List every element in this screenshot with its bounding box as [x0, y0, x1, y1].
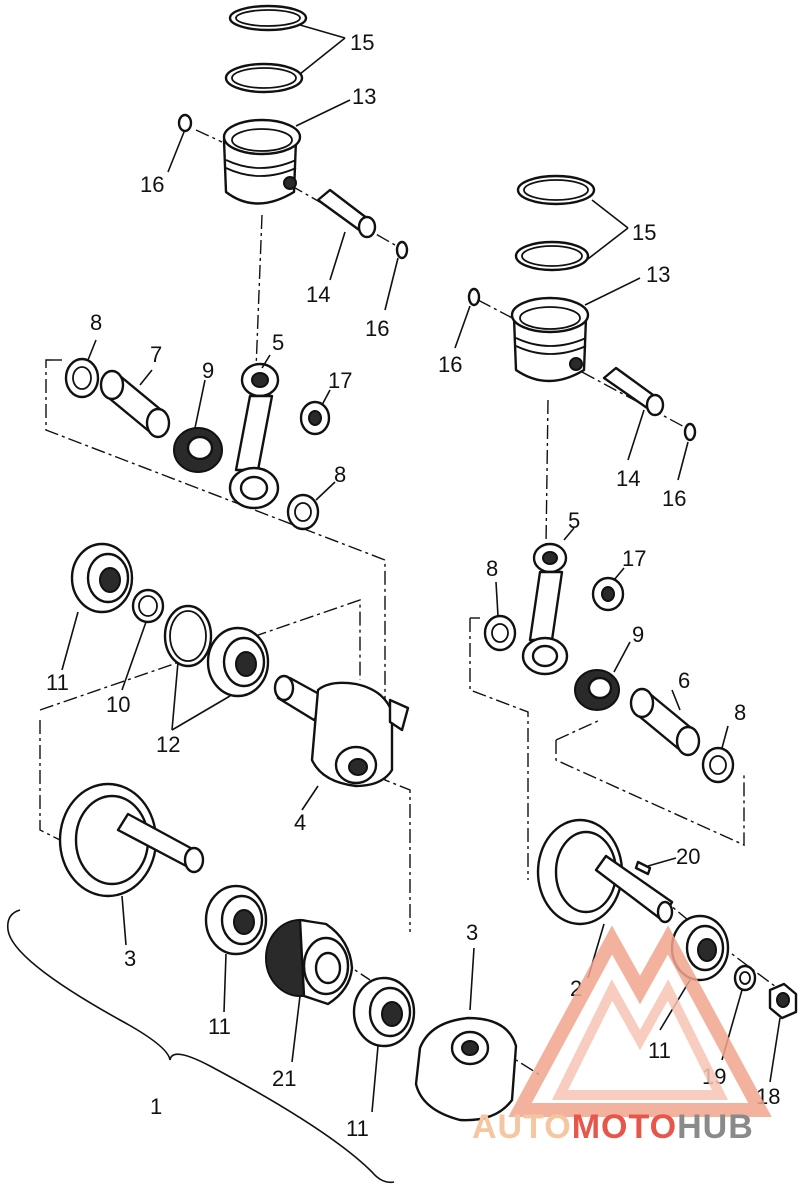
callout-16: 16 [662, 486, 686, 511]
key-pin [634, 860, 652, 876]
callout-8: 8 [90, 310, 102, 335]
needle-bearing-small-left [299, 400, 331, 436]
main-bearing-mid [206, 626, 270, 698]
callout-8: 8 [486, 556, 498, 581]
watermark-moto: MOTO [572, 1108, 677, 1146]
callout-16: 16 [365, 316, 389, 341]
main-bearing-lower-center [352, 976, 416, 1048]
thrust-washer-right-2 [701, 746, 735, 784]
labyrinth-seal [265, 918, 354, 1006]
callout-17: 17 [328, 368, 352, 393]
nut [768, 982, 798, 1020]
callout-16: 16 [438, 352, 462, 377]
circlip-left-2 [395, 240, 409, 260]
callout-9: 9 [632, 622, 644, 647]
watermark-logo [508, 925, 772, 1117]
needle-bearing-large-left [173, 427, 223, 473]
callout-3: 3 [124, 946, 136, 971]
callout-20: 20 [676, 844, 700, 869]
circlip-left-1 [177, 113, 193, 133]
callout-9: 9 [202, 358, 214, 383]
callout-14: 14 [306, 282, 330, 307]
callout-16: 16 [140, 172, 164, 197]
snap-ring [163, 604, 213, 668]
leader-lines [61, 24, 781, 1113]
callout-21: 21 [272, 1066, 296, 1091]
callout-12: 12 [156, 732, 180, 757]
callout-labels: 15 13 16 14 16 8 7 9 5 17 8 15 13 16 14 … [46, 30, 780, 1141]
callout-5: 5 [272, 330, 284, 355]
watermark-text: AUTOMOTOHUB [472, 1108, 754, 1146]
callout-7: 7 [150, 342, 162, 367]
flywheel-right [536, 818, 674, 926]
circlip-right-2 [683, 422, 697, 442]
callout-11: 11 [46, 670, 69, 695]
thrust-washer-left-1 [64, 357, 100, 399]
piston-rings-left [224, 4, 308, 94]
callout-6: 6 [678, 668, 690, 693]
callout-15: 15 [632, 220, 656, 245]
callout-10: 10 [106, 692, 130, 717]
callout-13: 13 [352, 84, 376, 109]
piston-left [222, 118, 302, 205]
callout-13: 13 [646, 262, 670, 287]
piston-pin-right [602, 366, 665, 417]
center-crank-web [273, 674, 410, 788]
callout-4: 4 [294, 810, 306, 835]
callout-11: 11 [346, 1116, 369, 1141]
svg-text:AUTOMOTOHUB: AUTOMOTOHUB [472, 1108, 754, 1146]
callout-8: 8 [734, 700, 746, 725]
washer [733, 964, 757, 992]
oil-seal-ring [131, 588, 165, 624]
needle-bearing-small-right [591, 576, 625, 612]
piston-right [510, 296, 590, 383]
piston-rings-right [514, 174, 596, 272]
callout-17: 17 [622, 546, 646, 571]
main-bearing-lower-left [204, 884, 268, 956]
callout-11: 11 [208, 1014, 231, 1039]
crankpin-left [99, 369, 171, 439]
callout-14: 14 [616, 466, 640, 491]
connecting-rod-left [228, 362, 280, 510]
thrust-washer-right-1 [483, 614, 517, 652]
callout-11: 11 [648, 1038, 671, 1063]
needle-bearing-large-right [574, 669, 620, 711]
callout-15: 15 [350, 30, 374, 55]
flywheel-left [58, 782, 205, 898]
circlip-right-1 [467, 287, 481, 307]
watermark-auto: AUTO [472, 1108, 572, 1146]
callout-3: 3 [466, 920, 478, 945]
thrust-washer-left-2 [286, 493, 320, 531]
watermark-hub: HUB [677, 1108, 754, 1146]
callout-8: 8 [334, 462, 346, 487]
crank-web-lower [414, 1016, 518, 1122]
assembly-brace [6, 909, 395, 1184]
connecting-rod-right [521, 542, 569, 676]
crankpin-right [629, 687, 701, 757]
callout-1: 1 [150, 1094, 162, 1119]
main-bearing-upper [70, 542, 134, 614]
piston-pin-left [316, 188, 377, 239]
callout-5: 5 [568, 508, 580, 533]
